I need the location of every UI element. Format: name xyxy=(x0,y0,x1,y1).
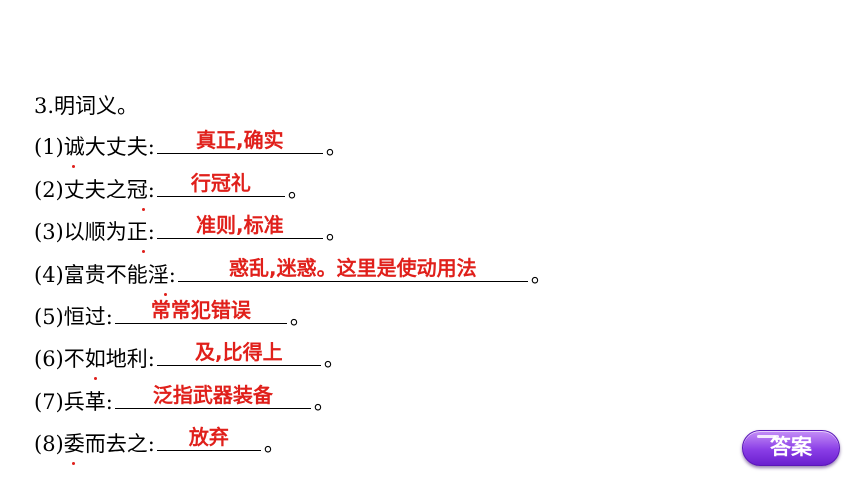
item-term: 不如地利 xyxy=(64,347,148,380)
item-colon: : xyxy=(147,432,155,456)
answer-blank: 放弃 xyxy=(156,425,261,451)
answer-text: 行冠礼 xyxy=(190,171,251,195)
item-term: 诚大丈夫 xyxy=(64,135,148,168)
button-highlight xyxy=(757,435,779,438)
item-number: (1) xyxy=(34,135,64,159)
question-item-7: (7)兵革: 泛指武器装备 。 xyxy=(34,383,335,416)
item-end-mark: 。 xyxy=(313,390,335,414)
answer-blank: 行冠礼 xyxy=(156,171,285,197)
item-end-mark: 。 xyxy=(530,263,552,287)
item-colon: : xyxy=(147,178,155,202)
answer-text: 放弃 xyxy=(188,425,229,449)
answer-text: 准则,标准 xyxy=(196,213,284,237)
emphasis-dot xyxy=(163,293,167,296)
answer-blank: 常常犯错误 xyxy=(114,298,287,324)
item-end-mark: 。 xyxy=(287,178,309,202)
question-item-8: (8)委而去之: 放弃 。 xyxy=(34,425,285,465)
item-term: 恒过 xyxy=(63,305,106,329)
emphasis-dot xyxy=(71,165,75,168)
emphasis-dot xyxy=(71,462,75,465)
item-term: 丈夫之冠 xyxy=(64,178,148,211)
item-colon: : xyxy=(147,135,155,159)
item-colon: : xyxy=(168,263,176,287)
emphasis-dot xyxy=(93,377,97,380)
question-heading: 3.明词义。 xyxy=(34,94,139,118)
answer-blank: 泛指武器装备 xyxy=(114,383,311,409)
emphasis-dot xyxy=(141,208,145,211)
question-item-1: (1)诚大丈夫: 真正,确实 。 xyxy=(34,128,347,168)
item-term: 富贵不能淫 xyxy=(64,263,169,296)
answer-blank: 及,比得上 xyxy=(156,340,321,366)
question-item-6: (6)不如地利: 及,比得上 。 xyxy=(34,340,345,380)
item-number: (2) xyxy=(34,178,64,202)
question-item-2: (2)丈夫之冠: 行冠礼 。 xyxy=(34,171,309,211)
item-term: 以顺为正 xyxy=(64,220,148,253)
item-colon: : xyxy=(147,220,155,244)
item-end-mark: 。 xyxy=(325,135,347,159)
question-item-4: (4)富贵不能淫: 惑乱,迷惑。这里是使动用法 。 xyxy=(34,256,552,296)
answer-button-label: 答案 xyxy=(770,435,812,459)
item-number: (4) xyxy=(34,263,64,287)
question-item-3: (3)以顺为正: 准则,标准 。 xyxy=(34,213,347,253)
question-item-5: (5)恒过: 常常犯错误 。 xyxy=(34,298,311,331)
item-number: (3) xyxy=(34,220,64,244)
item-term: 兵革 xyxy=(63,390,106,414)
answer-text: 真正,确实 xyxy=(196,128,284,152)
emphasis-dot xyxy=(141,250,145,253)
answer-blank: 真正,确实 xyxy=(156,128,323,154)
item-end-mark: 。 xyxy=(263,432,285,456)
answer-text: 常常犯错误 xyxy=(150,298,251,322)
item-number: (5) xyxy=(34,305,64,329)
item-number: (7) xyxy=(34,390,64,414)
item-end-mark: 。 xyxy=(323,347,345,371)
answer-blank: 准则,标准 xyxy=(156,213,323,239)
answer-button[interactable]: 答案 xyxy=(742,430,840,466)
item-end-mark: 。 xyxy=(289,305,311,329)
item-colon: : xyxy=(105,390,113,414)
item-colon: : xyxy=(147,347,155,371)
answer-text: 惑乱,迷惑。这里是使动用法 xyxy=(229,256,477,280)
answer-text: 泛指武器装备 xyxy=(152,383,273,407)
item-term: 委而去之 xyxy=(64,432,148,465)
answer-blank: 惑乱,迷惑。这里是使动用法 xyxy=(177,256,528,282)
answer-text: 及,比得上 xyxy=(195,340,283,364)
item-number: (6) xyxy=(34,347,64,371)
item-end-mark: 。 xyxy=(325,220,347,244)
item-number: (8) xyxy=(34,432,64,456)
item-colon: : xyxy=(105,305,113,329)
